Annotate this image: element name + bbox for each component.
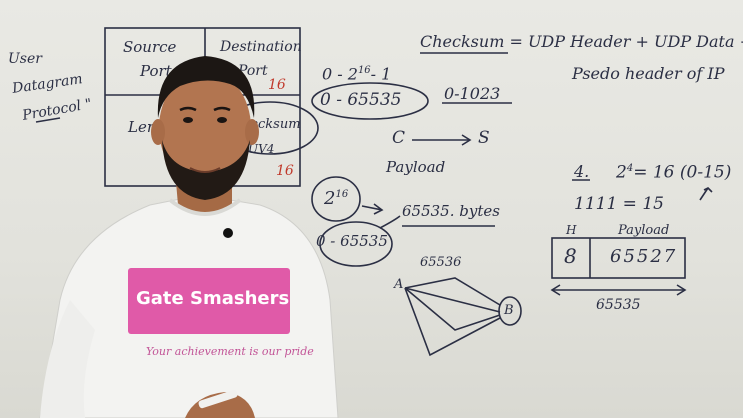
- well-known-port-range: 0-1023: [444, 84, 501, 103]
- node-b-label: B: [504, 303, 514, 318]
- shirt-brand-text: Gate Smashers: [136, 288, 290, 309]
- head: [159, 70, 251, 186]
- range-circled-ellipse: [319, 221, 393, 267]
- payload-label: Payload: [386, 158, 446, 176]
- calc-binary-value: 1111 = 15: [574, 194, 664, 214]
- calc-step-number: 4.: [574, 162, 590, 181]
- network-count: 65536: [420, 255, 462, 270]
- table-checksum-v4: UV4: [248, 142, 275, 156]
- table-checksum-bits: 16: [276, 163, 294, 179]
- payload-bytes: 65535. bytes: [402, 202, 500, 220]
- calc-power-expression: 24= 16 (0-15): [616, 162, 732, 183]
- packet-payload-value: 65527: [610, 246, 678, 267]
- udp-packet-box: [551, 237, 686, 279]
- range-circle: [311, 82, 429, 120]
- table-destination-port-label: Port: [238, 63, 268, 79]
- range-full: 0 - 65535: [320, 90, 402, 110]
- range-circled-text: 0 - 65535: [316, 232, 388, 250]
- packet-payload-label: Payload: [618, 223, 670, 238]
- table-destination-label: Destination: [220, 39, 302, 55]
- node-a-label: A: [394, 277, 404, 292]
- table-port-bits: 16: [268, 77, 286, 93]
- packet-header-label: H: [566, 223, 577, 237]
- client-label: C: [392, 128, 406, 148]
- range-formula: 0 - 216- 1: [322, 64, 392, 84]
- table-source-label: Source: [123, 38, 177, 56]
- table-source-port-label: Port: [140, 62, 172, 80]
- server-label: S: [478, 128, 490, 148]
- packet-total-length: 65535: [596, 297, 641, 313]
- shirt-tagline: Your achievement is our pride: [146, 345, 314, 358]
- checksum-equation: Checksum = UDP Header + UDP Data +: [420, 32, 743, 51]
- side-note-user: User: [8, 51, 42, 67]
- node-b-circle: [498, 296, 522, 326]
- shirt-print-block: [128, 268, 290, 334]
- two-pow-16-circle: [311, 176, 361, 222]
- network-edge-3: [404, 287, 501, 357]
- network-edge-2: [404, 277, 501, 306]
- hair: [157, 56, 255, 118]
- beard: [162, 140, 250, 200]
- two-pow-16: 216: [324, 188, 349, 209]
- checksum-equation-pseudo-header: Psedo header of IP: [572, 64, 725, 83]
- network-edge-4: [404, 287, 501, 331]
- packet-header-value: 8: [564, 244, 577, 268]
- network-edge-1: [404, 287, 501, 313]
